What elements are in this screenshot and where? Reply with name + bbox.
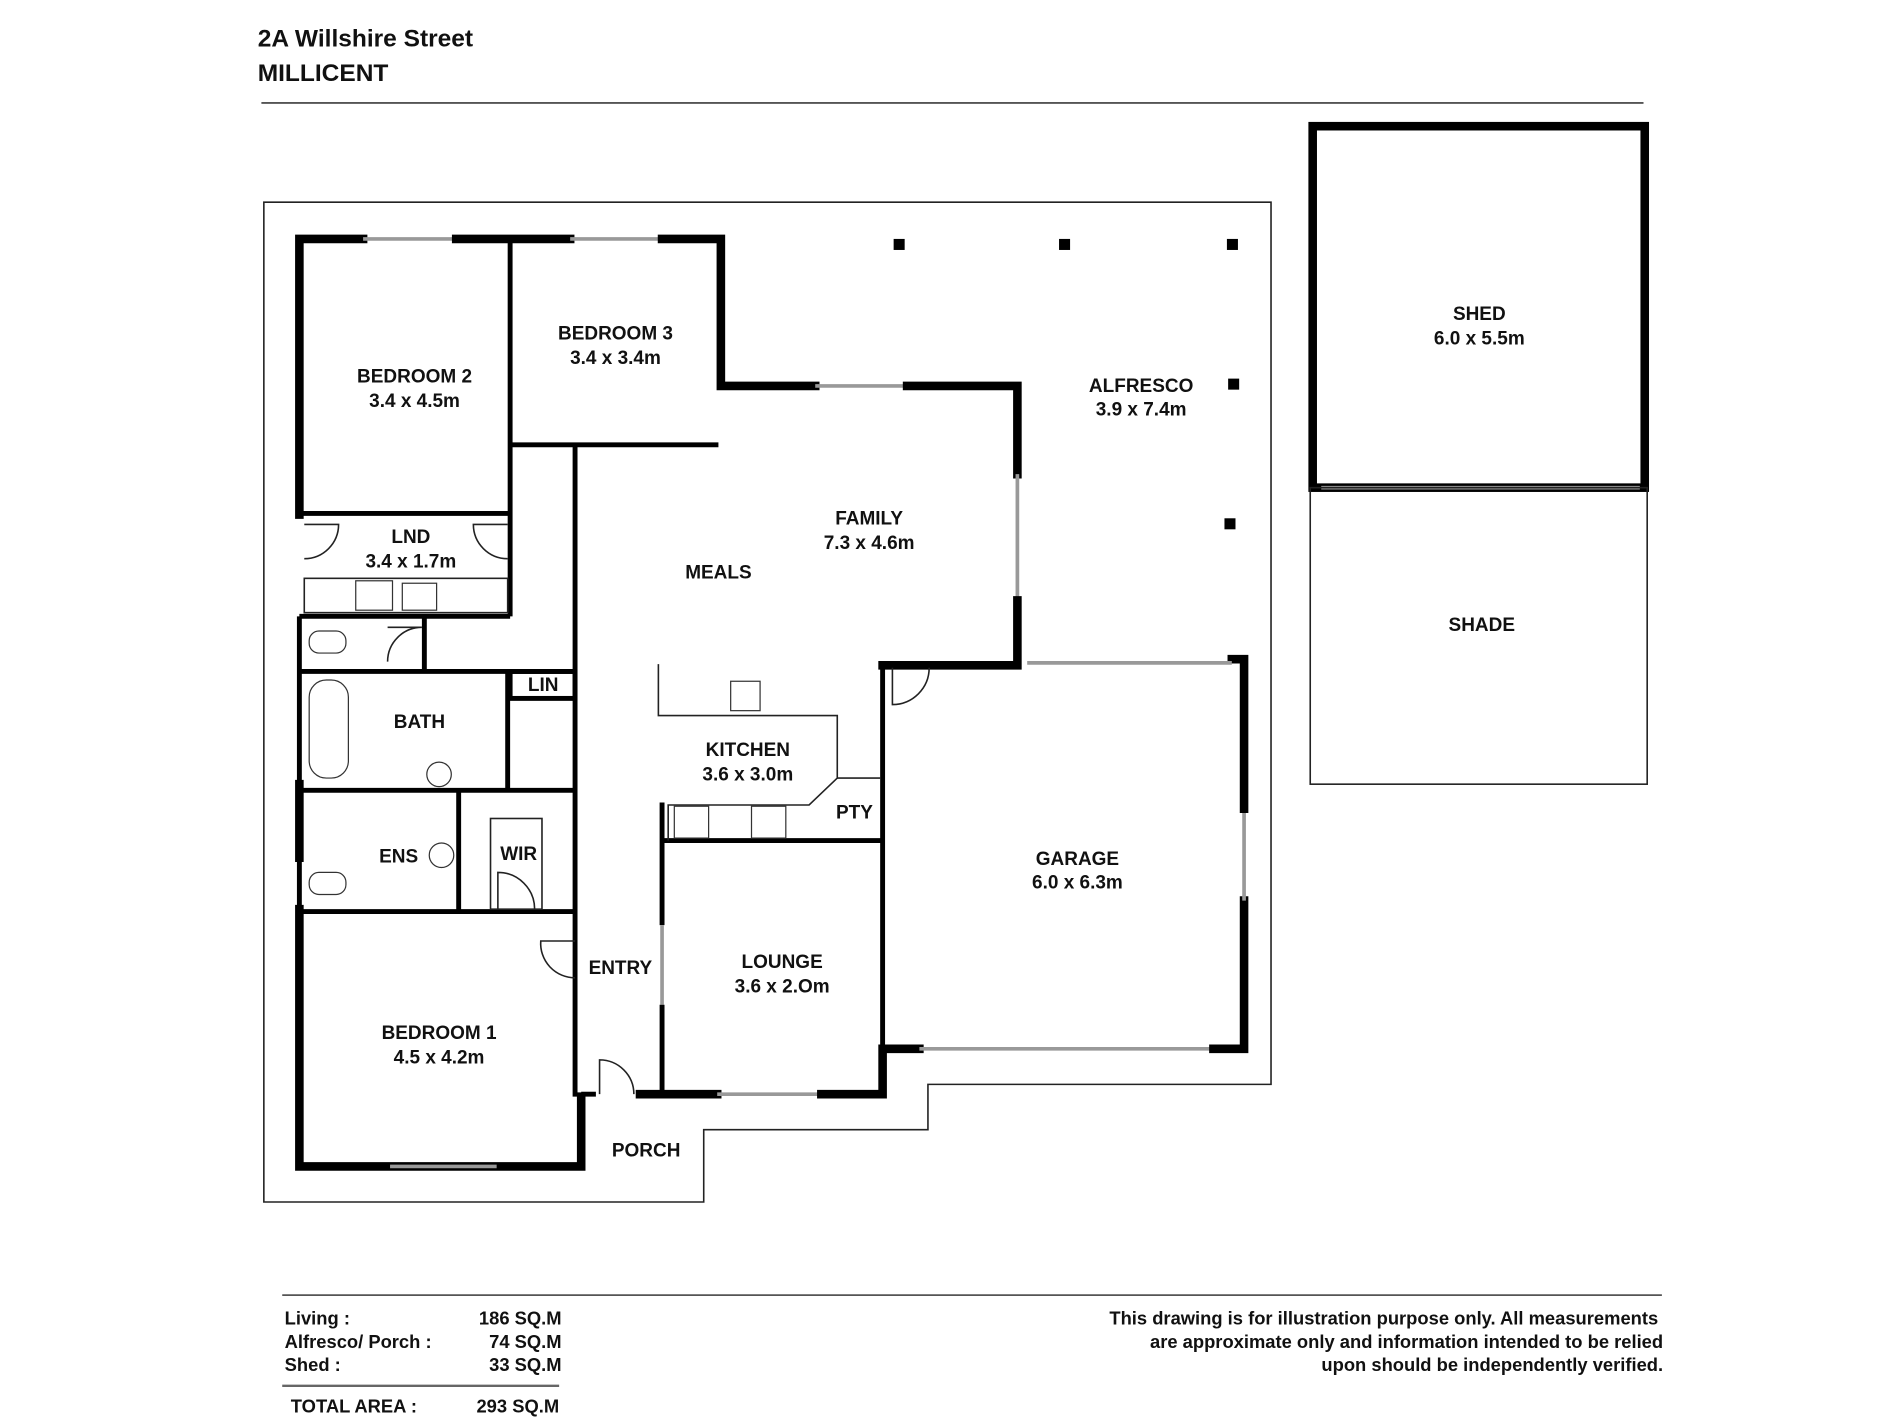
site-outline — [263, 201, 1272, 1203]
disclaimer: This drawing is for illustration purpose… — [1109, 1308, 1663, 1376]
room-bedroom3-size: 3.4 x 3.4m — [570, 348, 661, 369]
disclaimer-line: This drawing is for illustration purpose… — [1109, 1308, 1658, 1329]
total-area-value: 293 SQ.M — [476, 1396, 559, 1417]
room-bedroom2-size: 3.4 x 4.5m — [369, 391, 460, 412]
room-entry-name: ENTRY — [589, 958, 653, 979]
area-value: 74 SQ.M — [489, 1331, 561, 1352]
suburb: MILLICENT — [258, 60, 389, 87]
walls — [295, 234, 1249, 1171]
room-bedroom3-name: BEDROOM 3 — [558, 323, 673, 344]
room-ens-name: ENS — [379, 847, 418, 868]
room-bedroom1-name: BEDROOM 1 — [382, 1023, 497, 1044]
room-alfresco-name: ALFRESCO — [1089, 376, 1193, 397]
room-bedroom2-name: BEDROOM 2 — [357, 366, 472, 387]
area-label: Shed : — [285, 1354, 341, 1375]
room-shed-size: 6.0 x 5.5m — [1434, 328, 1525, 349]
area-label: Living : — [285, 1308, 350, 1329]
fixtures — [303, 523, 930, 1095]
room-shed-name: SHED — [1453, 304, 1506, 325]
alfresco-posts — [893, 238, 1240, 530]
room-kitchen-name: KITCHEN — [706, 740, 790, 761]
area-label: Alfresco/ Porch : — [285, 1331, 432, 1352]
disclaimer-line: are approximate only and information int… — [1150, 1331, 1663, 1352]
address: 2A Willshire Street — [258, 26, 473, 53]
room-lin-name: LIN — [528, 675, 559, 696]
room-family-name: FAMILY — [835, 508, 903, 529]
room-bedroom1-size: 4.5 x 4.2m — [394, 1048, 485, 1069]
room-garage-size: 6.0 x 6.3m — [1032, 872, 1123, 893]
room-meals-name: MEALS — [685, 562, 751, 583]
room-shade-name: SHADE — [1449, 615, 1515, 636]
shade-outline — [1309, 486, 1648, 785]
room-alfresco-size: 3.9 x 7.4m — [1096, 399, 1187, 420]
room-labels: BEDROOM 2 3.4 x 4.5m BEDROOM 3 3.4 x 3.4… — [357, 304, 1525, 1162]
room-wir-name: WIR — [500, 844, 537, 865]
room-bath-name: BATH — [394, 712, 445, 733]
room-pty-name: PTY — [836, 802, 873, 823]
room-lnd-name: LND — [391, 527, 430, 548]
area-summary: Living : 186 SQ.M Alfresco/ Porch : 74 S… — [282, 1308, 562, 1417]
area-value: 186 SQ.M — [479, 1308, 562, 1329]
disclaimer-line: upon should be independently verified. — [1321, 1354, 1663, 1375]
room-lounge-name: LOUNGE — [742, 952, 823, 973]
room-kitchen-size: 3.6 x 3.0m — [702, 765, 793, 786]
room-garage-name: GARAGE — [1036, 849, 1119, 870]
room-lnd-size: 3.4 x 1.7m — [365, 551, 456, 572]
room-family-size: 7.3 x 4.6m — [824, 533, 915, 554]
area-value: 33 SQ.M — [489, 1354, 561, 1375]
room-lounge-size: 3.6 x 2.Om — [735, 976, 830, 997]
total-area-label: TOTAL AREA : — [291, 1396, 417, 1417]
room-porch-name: PORCH — [612, 1141, 681, 1162]
